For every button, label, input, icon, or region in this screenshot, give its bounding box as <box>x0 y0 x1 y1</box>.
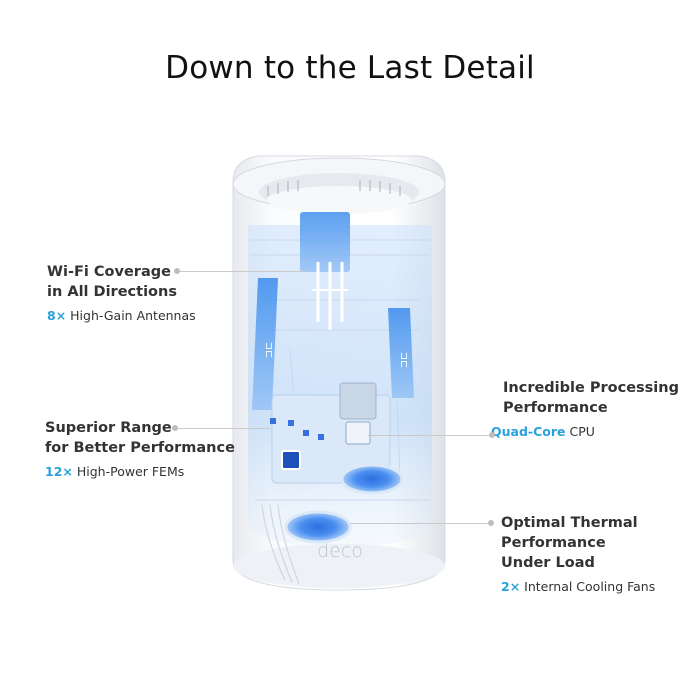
callout-detail: 12× High-Power FEMs <box>45 464 235 479</box>
heading-line-2: Performance <box>501 535 606 551</box>
callout-thermal: Optimal Thermal Performance Under Load 2… <box>501 513 655 594</box>
accent-count: 8× <box>47 308 67 323</box>
callout-dot <box>174 268 180 274</box>
heading-line-1: Optimal Thermal <box>501 515 638 531</box>
callout-wifi-coverage: Wi-Fi Coverage in All Directions 8× High… <box>47 262 196 323</box>
callout-processing: Incredible Processing Performance Quad-C… <box>491 378 679 439</box>
heading-line-2: Performance <box>503 400 608 416</box>
svg-text:⊐⊏: ⊐⊏ <box>398 352 409 369</box>
svg-text:⊐⊏: ⊐⊏ <box>263 342 274 359</box>
detail-text: CPU <box>569 424 595 439</box>
heading-line-1: Superior Range <box>45 420 172 436</box>
heading-line-2: for Better Performance <box>45 440 235 456</box>
accent-count: Quad-Core <box>491 424 566 439</box>
callout-detail: 8× High-Gain Antennas <box>47 308 196 323</box>
heading-line-1: Wi-Fi Coverage <box>47 264 171 280</box>
heading-line-3: Under Load <box>501 555 595 571</box>
heading-line-2: in All Directions <box>47 284 177 300</box>
callout-dot <box>489 432 495 438</box>
callout-heading: Superior Range for Better Performance <box>45 418 235 458</box>
callout-leader-line <box>178 428 270 429</box>
callout-leader-line <box>350 523 488 524</box>
heading-line-1: Incredible Processing <box>503 380 679 396</box>
callout-superior-range: Superior Range for Better Performance 12… <box>45 418 235 479</box>
callout-detail: Quad-Core CPU <box>491 424 679 439</box>
detail-text: Internal Cooling Fans <box>524 579 656 594</box>
deco-logo: deco <box>317 540 363 562</box>
callout-leader-line <box>180 271 305 272</box>
callout-dot <box>172 425 178 431</box>
accent-count: 2× <box>501 579 521 594</box>
callout-heading: Optimal Thermal Performance Under Load <box>501 513 655 573</box>
callout-heading: Wi-Fi Coverage in All Directions <box>47 262 196 302</box>
callout-heading: Incredible Processing Performance <box>503 378 679 418</box>
accent-count: 12× <box>45 464 73 479</box>
callout-dot <box>488 520 494 526</box>
detail-text: High-Gain Antennas <box>70 308 196 323</box>
detail-text: High-Power FEMs <box>76 464 185 479</box>
callout-leader-line <box>368 435 489 436</box>
callout-detail: 2× Internal Cooling Fans <box>501 579 655 594</box>
page-title: Down to the Last Detail <box>165 50 535 86</box>
